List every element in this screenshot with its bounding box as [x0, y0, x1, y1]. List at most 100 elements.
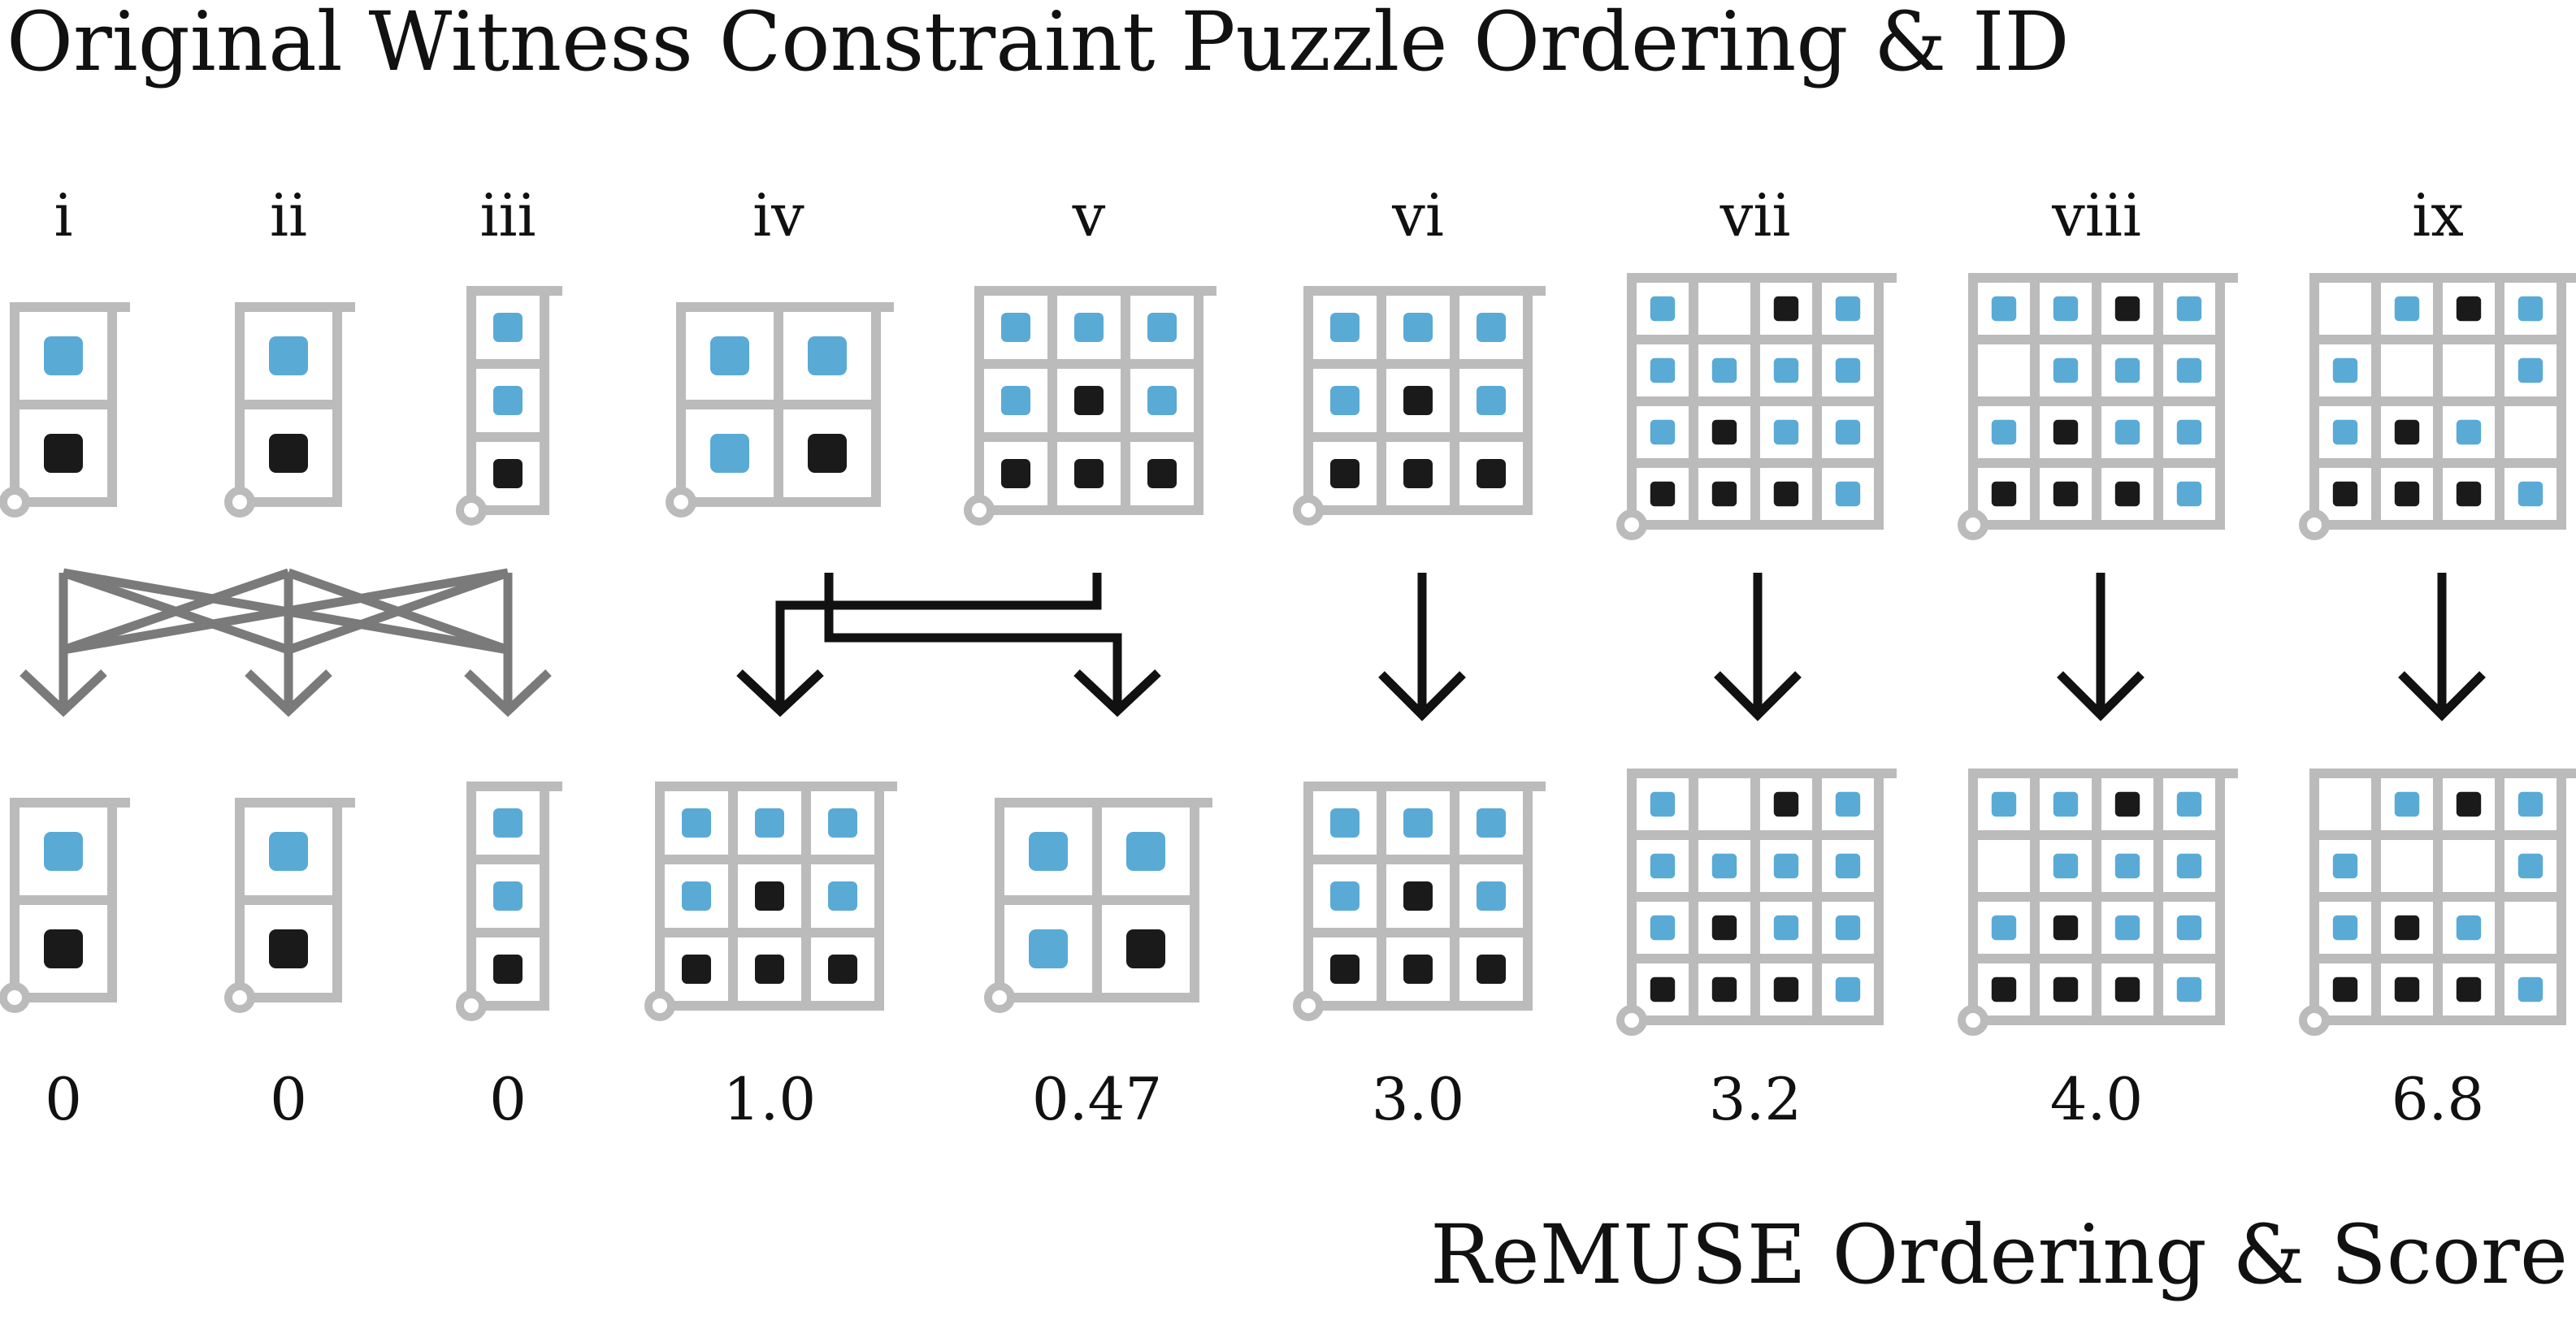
black-square [755, 881, 784, 911]
blue-square [2114, 915, 2140, 941]
arrow-v-to-iv [775, 573, 1102, 711]
grid-frame [466, 782, 549, 1011]
swap-arrows [736, 573, 1161, 717]
blue-square [2517, 791, 2543, 817]
puzzle-bottom-v [644, 782, 897, 1021]
black-square [2394, 976, 2420, 1002]
black-square [1001, 459, 1030, 488]
blue-square [1477, 386, 1506, 415]
blue-square [1991, 296, 2017, 322]
black-square [2053, 419, 2079, 445]
black-square [2456, 791, 2482, 817]
puzzle-bottom-vi [1293, 782, 1546, 1021]
black-square [1477, 459, 1506, 488]
puzzle-top-ii [224, 302, 355, 517]
blue-square [1711, 853, 1737, 879]
blue-square [1477, 808, 1506, 838]
black-square [44, 434, 83, 473]
blue-square [755, 808, 784, 838]
blue-square [493, 313, 523, 342]
start-point-icon [224, 487, 255, 517]
puzzle-bottom-vii [1616, 769, 1897, 1036]
crossing-arrows [20, 568, 552, 717]
arrow-head-icon [20, 669, 107, 717]
black-square [1711, 481, 1737, 507]
score-label: 0 [270, 1065, 307, 1133]
blue-square [1773, 853, 1799, 879]
blue-square [1650, 357, 1676, 383]
bottom-title: ReMUSE Ordering & Score [1430, 1207, 2568, 1302]
black-square [2394, 915, 2420, 941]
blue-square [1403, 808, 1433, 838]
blue-square [1835, 791, 1861, 817]
puzzle-id-label: i [54, 181, 72, 249]
start-point-icon [1958, 1005, 1988, 1036]
puzzle-bottom-ii [224, 798, 355, 1013]
black-square [1650, 976, 1676, 1002]
blue-square [1650, 853, 1676, 879]
blue-square [1650, 915, 1676, 941]
black-square [1991, 481, 2017, 507]
blue-square [2332, 853, 2358, 879]
puzzle-id-label: viii [2051, 181, 2141, 249]
grid-frame [466, 286, 549, 515]
score-label: 4.0 [2050, 1065, 2144, 1133]
blue-square [2176, 791, 2202, 817]
start-point-icon [0, 982, 30, 1013]
blue-square [269, 832, 308, 871]
blue-square [1835, 853, 1861, 879]
black-square [808, 434, 847, 473]
black-square [1403, 459, 1433, 488]
puzzle-top-viii [1958, 273, 2238, 540]
blue-square [493, 808, 523, 838]
black-square [682, 955, 711, 984]
blue-square [1147, 386, 1177, 415]
blue-square [1029, 832, 1068, 871]
blue-square [1403, 313, 1433, 342]
blue-square [2394, 296, 2420, 322]
crossing-line [62, 568, 290, 655]
score-label: 3.0 [1372, 1065, 1465, 1133]
blue-square [828, 881, 857, 911]
blue-square [2176, 296, 2202, 322]
arrow-head-icon [2057, 671, 2144, 721]
arrow-head-icon [2398, 671, 2486, 721]
blue-square [1991, 915, 2017, 941]
blue-square [710, 434, 749, 473]
puzzle-top-ix [2299, 273, 2576, 540]
puzzle-bottom-i [0, 798, 130, 1013]
black-square [2114, 481, 2140, 507]
arrow-head-icon [736, 669, 824, 717]
black-square [1403, 881, 1433, 911]
black-square [2332, 481, 2358, 507]
blue-square [1330, 808, 1360, 838]
puzzle-top-iii [456, 286, 562, 526]
start-point-icon [456, 990, 487, 1021]
black-square [1403, 955, 1433, 984]
black-square [493, 955, 523, 984]
black-square [2456, 296, 2482, 322]
score-label: 0 [489, 1065, 527, 1133]
black-square [2053, 915, 2079, 941]
start-point-icon [666, 487, 696, 517]
black-square [1991, 976, 2017, 1002]
blue-square [1835, 481, 1861, 507]
blue-square [44, 336, 83, 375]
blue-square [2332, 915, 2358, 941]
blue-square [2053, 853, 2079, 879]
blue-square [2517, 976, 2543, 1002]
blue-square [493, 881, 523, 911]
blue-square [1835, 976, 1861, 1002]
blue-square [2176, 419, 2202, 445]
puzzle-id-label: vii [1720, 181, 1791, 249]
arrow-head-icon [245, 669, 332, 717]
blue-square [2053, 357, 2079, 383]
black-square [1477, 955, 1506, 984]
black-square [2114, 791, 2140, 817]
black-square [1403, 386, 1433, 415]
blue-square [44, 832, 83, 871]
black-square [1330, 459, 1360, 488]
arrow-iv-to-v [824, 573, 1122, 711]
start-point-icon [456, 495, 487, 526]
